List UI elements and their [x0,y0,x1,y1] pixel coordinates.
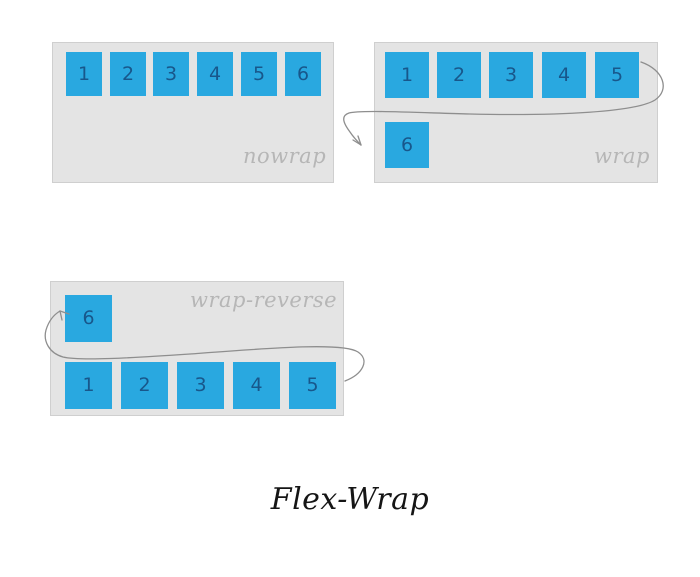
flex-item-nowrap-3: 3 [153,52,189,96]
flex-item-wrap-4: 4 [542,52,586,98]
flex-item-wrap-2: 2 [437,52,481,98]
panel-label-wrap: wrap [594,144,650,168]
flex-item-nowrap-1: 1 [66,52,102,96]
flex-item-label: 4 [557,63,571,86]
flex-item-wrap-6: 6 [385,122,429,168]
flex-item-label: 3 [164,62,178,85]
flex-item-label: 5 [306,374,319,396]
flex-item-wrapreverse-4: 4 [233,362,280,409]
flex-item-wrap-1: 1 [385,52,429,98]
flex-item-nowrap-4: 4 [197,52,233,96]
flex-item-nowrap-5: 5 [241,52,277,96]
flex-item-label: 2 [121,62,135,85]
flex-item-label: 6 [82,307,95,329]
flex-item-wrapreverse-3: 3 [177,362,224,409]
flex-item-wrapreverse-1: 1 [65,362,112,409]
flex-item-wrap-3: 3 [489,52,533,98]
flex-item-label: 5 [252,62,266,85]
diagram-caption: Flex-Wrap [270,482,430,517]
flex-item-label: 5 [610,63,624,86]
flex-item-wrapreverse-2: 2 [121,362,168,409]
flex-item-label: 1 [82,374,95,396]
flex-item-label: 4 [208,62,222,85]
flex-item-nowrap-6: 6 [285,52,321,96]
flex-item-label: 3 [504,63,518,86]
flex-item-label: 1 [77,62,91,85]
panel-label-wrap-reverse: wrap-reverse [190,288,338,312]
flex-item-wrap-5: 5 [595,52,639,98]
panel-label-nowrap: nowrap [243,144,327,168]
flex-item-wrapreverse-6: 6 [65,295,112,342]
flex-item-label: 6 [296,62,310,85]
flex-item-label: 3 [194,374,207,396]
flex-item-label: 6 [400,133,414,156]
flex-item-label: 2 [452,63,466,86]
flex-item-nowrap-2: 2 [110,52,146,96]
flex-item-label: 4 [250,374,263,396]
flex-item-label: 2 [138,374,151,396]
flex-item-label: 1 [400,63,414,86]
flex-item-wrapreverse-5: 5 [289,362,336,409]
